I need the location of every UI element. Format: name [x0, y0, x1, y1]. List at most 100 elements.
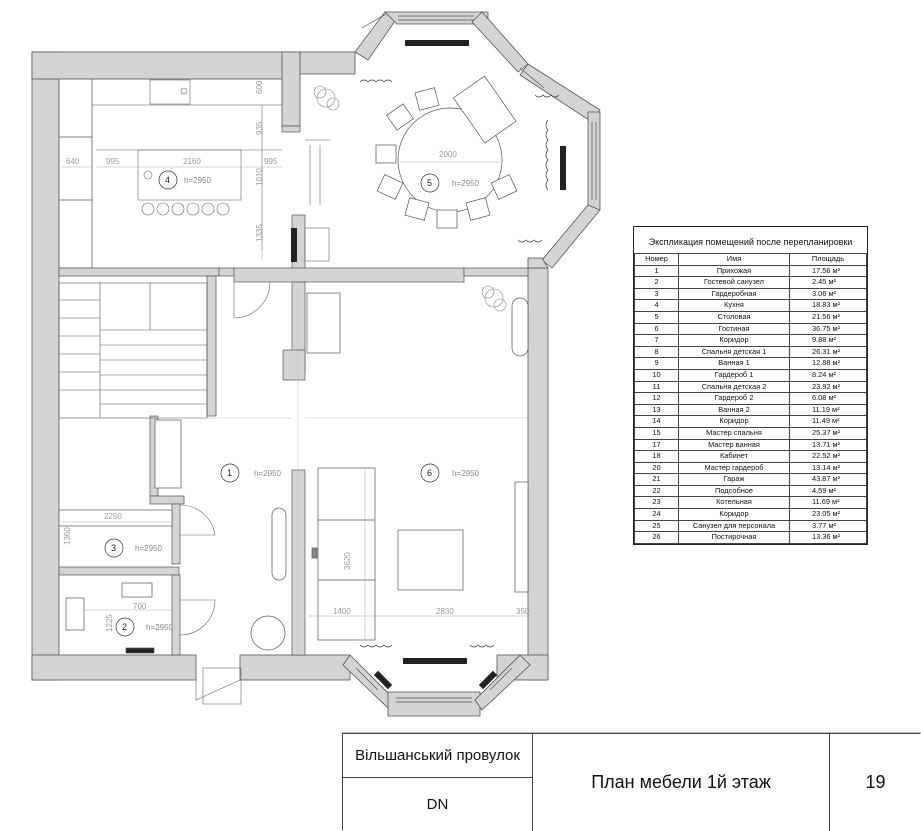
legend-cell-name: Гардеробная — [678, 287, 790, 301]
legend-cell-name: Прихожая — [678, 264, 790, 278]
legend-cell-number: 3 — [634, 287, 679, 301]
legend-cell-area: 43.87 м² — [789, 473, 867, 486]
legend-cell-number: 13 — [634, 403, 679, 417]
dim-label: 600 — [255, 80, 264, 94]
room-explication-table: Экспликация помещений после перепланиров… — [633, 226, 868, 545]
legend-cell-area: 22.52 м² — [789, 450, 867, 463]
legend-cell-name: Санузел для персонала — [678, 519, 790, 533]
legend-cell-name: Кабинет — [678, 450, 790, 463]
room-height: h=2950 — [184, 176, 211, 185]
legend-cell-area: 6.08 м² — [789, 392, 867, 405]
legend-cell-name: Мастер ванная — [678, 438, 790, 452]
legend-cell-number: 6 — [634, 322, 679, 336]
legend-cell-area: 8.24 м² — [789, 368, 867, 382]
dim-label: 1360 — [63, 527, 72, 545]
page-number: 19 — [865, 772, 886, 792]
legend-header-row: Номер Имя Площадь — [634, 253, 867, 266]
dim-label: 935 — [255, 121, 264, 135]
legend-cell-number: 2 — [634, 276, 679, 289]
legend-cell-number: 22 — [634, 484, 679, 498]
legend-cell-area: 17.56 м² — [789, 264, 867, 278]
dim-label: 640 — [66, 157, 80, 166]
legend-cell-number: 7 — [634, 334, 679, 347]
legend-cell-name: Спальня детская 1 — [678, 345, 790, 359]
dimension-lines — [62, 105, 528, 640]
legend-cell-area: 12.88 м² — [789, 357, 867, 370]
dim-label: 1010 — [255, 168, 264, 186]
staircase — [58, 282, 208, 419]
room-number: 1 — [227, 468, 232, 478]
dim-label: 1335 — [255, 224, 264, 242]
dimension-labels: 600 935 640 995 2160 995 1010 1335 2000 … — [63, 80, 530, 632]
legend-cell-number: 24 — [634, 508, 679, 521]
legend-cell-number: 21 — [634, 473, 679, 486]
legend-cell-number: 4 — [634, 299, 679, 312]
sheet-title: План мебели 1й этаж — [533, 734, 830, 831]
legend-cell-area: 21.56 м² — [789, 310, 867, 324]
legend-cell-number: 12 — [634, 392, 679, 405]
legend-cell-area: 11.49 м² — [789, 415, 867, 428]
room-height: h=2950 — [135, 544, 162, 553]
legend-cell-name: Ванная 1 — [678, 357, 790, 370]
dim-label: 3620 — [343, 552, 352, 570]
legend-cell-name: Коридор — [678, 334, 790, 347]
legend-cell-number: 5 — [634, 310, 679, 324]
dim-label: 995 — [106, 157, 120, 166]
legend-cell-name: Кухня — [678, 299, 790, 312]
room-number: 2 — [122, 622, 127, 632]
plants — [313, 85, 507, 312]
room-height: h=2950 — [254, 469, 281, 478]
legend-cell-number: 9 — [634, 357, 679, 370]
axis-lines — [158, 282, 528, 655]
curtains — [359, 79, 560, 648]
legend-cell-area: 26.31 м² — [789, 345, 867, 359]
legend-cell-area: 13.71 м² — [789, 438, 867, 452]
legend-cell-number: 23 — [634, 496, 679, 510]
legend-cell-area: 13.36 м² — [789, 531, 867, 544]
legend-cell-area: 9.88 м² — [789, 334, 867, 347]
legend-cell-area: 36.75 м² — [789, 322, 867, 336]
dim-label: 350 — [516, 607, 530, 616]
legend-cell-area: 3.77 м² — [789, 519, 867, 533]
room-height: h=2950 — [452, 179, 479, 188]
street-name: Вільшанський провулок — [343, 734, 533, 778]
dim-label: 2250 — [104, 512, 122, 521]
room-markers — [104, 170, 440, 637]
room-labels: 4 h=2950 5 h=2950 1 h=2950 6 h=2950 3 h=… — [111, 175, 479, 632]
title-block: Вільшанський провулок DN План мебели 1й … — [342, 733, 920, 831]
dim-label: 2000 — [439, 150, 457, 159]
legend-cell-area: 11.69 м² — [789, 496, 867, 510]
legend-cell-name: Котельная — [678, 496, 790, 510]
legend-cell-name: Коридор — [678, 508, 790, 521]
legend-cell-number: 25 — [634, 519, 679, 533]
legend-cell-name: Гостевой санузел — [678, 276, 790, 289]
legend-cell-number: 14 — [634, 415, 679, 428]
legend-cell-area: 18.83 м² — [789, 299, 867, 312]
doors — [179, 145, 321, 705]
room-number: 6 — [427, 468, 432, 478]
legend-cell-name: Гараж — [678, 473, 790, 486]
legend-cell-name: Гардероб 2 — [678, 392, 790, 405]
legend-cell-number: 26 — [634, 531, 679, 544]
legend-col-name: Имя — [678, 253, 790, 266]
legend-cell-name: Гардероб 1 — [678, 368, 790, 382]
